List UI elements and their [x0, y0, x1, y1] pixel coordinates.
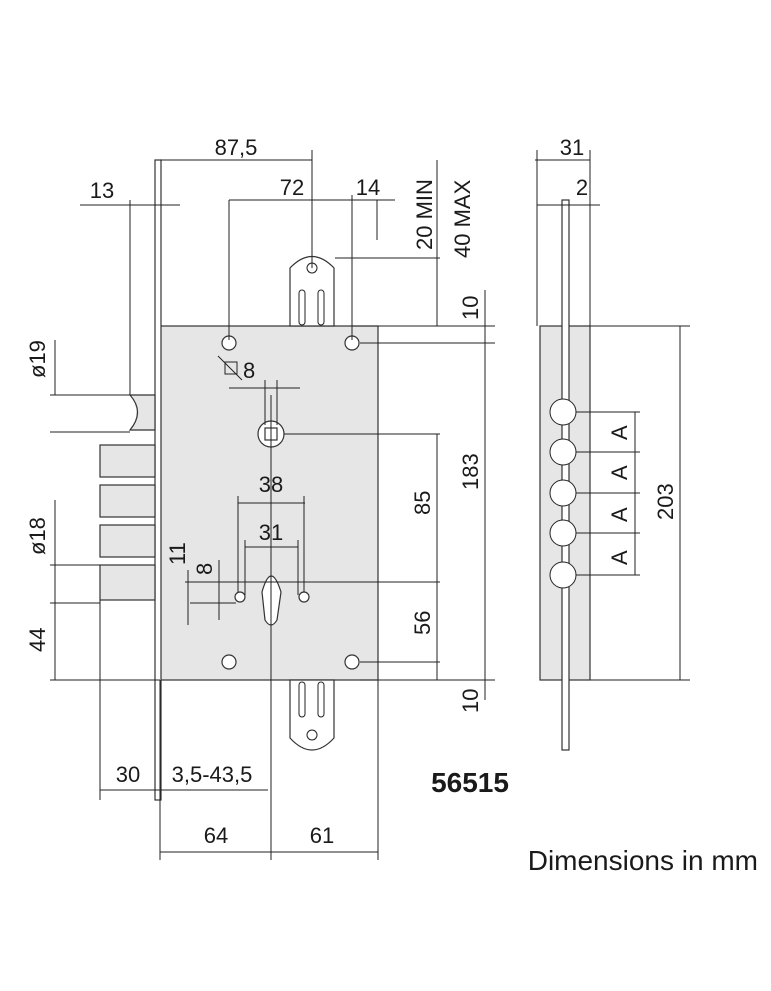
dim-side-depth: 31 [560, 135, 584, 160]
dim-30: 30 [116, 762, 140, 787]
dim-latch-dia: ø19 [25, 340, 50, 378]
dim-11: 11 [165, 542, 190, 565]
dim-56: 56 [410, 611, 435, 635]
pitch-label: A [607, 550, 632, 565]
dim-bolt-dia: ø18 [25, 517, 50, 555]
bottom-tongue [289, 679, 335, 751]
dim-10-top: 10 [458, 296, 483, 320]
dim-64: 64 [204, 823, 228, 848]
dim-14: 14 [356, 175, 380, 200]
side-bolts [535, 150, 690, 681]
dim-183: 183 [458, 453, 483, 490]
dim-31: 31 [259, 520, 283, 545]
pitch-label: A [607, 465, 632, 480]
dead-bolt [99, 484, 156, 518]
dim-faceplate-range: 3,5-43,5 [172, 762, 253, 787]
dim-20-min: 20 MIN [412, 179, 437, 250]
caption: Dimensions in mm [528, 845, 758, 876]
dim-203: 203 [653, 483, 678, 520]
dim-13: 13 [90, 178, 114, 203]
dim-overall-width: 87,5 [215, 135, 258, 160]
pitch-label: A [607, 507, 632, 522]
dim-8: 8 [192, 563, 217, 575]
dim-44: 44 [25, 628, 50, 652]
dim-plate: 2 [576, 175, 588, 200]
dim-40-max: 40 MAX [450, 179, 475, 258]
side-faceplate [561, 199, 570, 751]
dead-bolt [99, 524, 156, 558]
dead-bolt [99, 444, 156, 478]
dim-10-bottom: 10 [458, 689, 483, 713]
dim-85: 85 [410, 491, 435, 515]
latch-bolt [128, 394, 156, 431]
dim-spindle-square: 8 [243, 358, 255, 383]
top-tongue [289, 255, 335, 327]
model-number: 56515 [431, 767, 509, 798]
faceplate [154, 159, 162, 801]
dead-bolt [99, 564, 156, 601]
dim-72: 72 [280, 175, 304, 200]
dim-61: 61 [310, 823, 334, 848]
pitch-label: A [607, 425, 632, 440]
dim-38: 38 [259, 472, 283, 497]
